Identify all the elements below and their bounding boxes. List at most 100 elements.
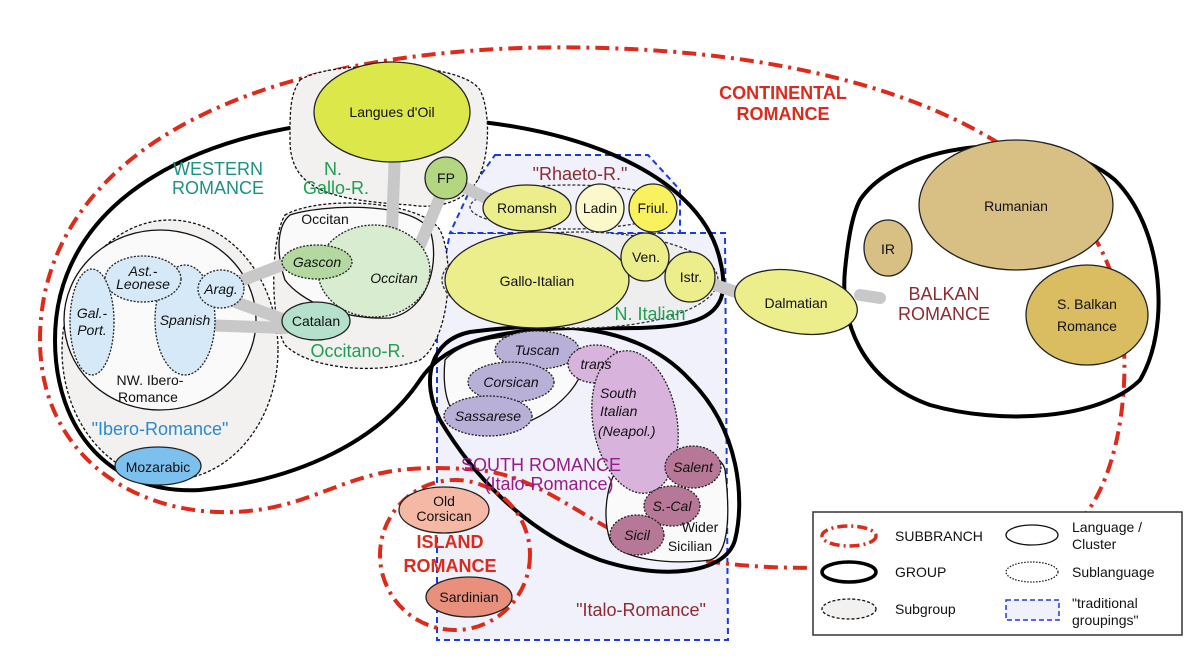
label-south-italian-2: Italian: [600, 403, 638, 419]
wider-sicilian-label: Wider: [682, 519, 719, 535]
label-dalmatian: Dalmatian: [764, 295, 827, 311]
lang-salent: [664, 445, 722, 489]
label-mozarabic: Mozarabic: [126, 459, 191, 475]
label-occitan: Occitan: [370, 270, 418, 286]
balkan-label: BALKAN: [908, 284, 979, 304]
lang-langues-doil: [313, 61, 471, 163]
lang-sassarese: [443, 395, 533, 437]
label-south-italian: South: [600, 385, 637, 401]
label-fp: FP: [437, 170, 455, 186]
label-ven: Ven.: [632, 249, 660, 265]
label-gal-port: Gal.-: [77, 305, 108, 321]
continental-romance-subbranch: [37, 45, 1127, 570]
lang-corsican: [467, 361, 555, 403]
lang-gallo-italian: [444, 231, 630, 329]
label-gascon: Gascon: [293, 254, 341, 270]
italo-traditional-label: "Italo-Romance": [576, 600, 706, 620]
island-romance-label: ISLAND: [417, 532, 484, 552]
n-italian-label: N. Italian: [614, 304, 685, 324]
lang-fp: [424, 156, 468, 200]
label-ir: IR: [881, 241, 895, 257]
lang-istr: [664, 251, 716, 303]
lang-sardinian: [425, 576, 513, 618]
western-label-2: ROMANCE: [172, 178, 264, 198]
lang-romansh: [482, 184, 572, 232]
label-ast-leonese-2: Leonese: [116, 276, 170, 292]
nw-ibero-label-2: Romance: [118, 389, 178, 405]
label-spanish: Spanish: [160, 312, 211, 328]
lang-arag: [197, 269, 245, 309]
label-romansh: Romansh: [497, 200, 557, 216]
lang-gal-port: [69, 268, 115, 376]
label-friul: Friul.: [637, 200, 668, 216]
legend-subbranch-swatch: [820, 524, 878, 548]
label-gal-port-2: Port.: [77, 322, 107, 338]
lang-mozarabic: [114, 446, 202, 486]
lang-gascon: [281, 244, 353, 280]
label-south-italian-3: (Neapol.): [598, 423, 656, 439]
legend-group: GROUP: [895, 564, 946, 580]
label-arag: Arag.: [203, 281, 237, 297]
legend-subbranch: SUBBRANCH: [895, 528, 983, 544]
label-old-corsican-2: Corsican: [416, 508, 471, 524]
lang-s-cal: [643, 485, 701, 527]
lang-catalan: [281, 301, 351, 341]
label-istr: Istr.: [680, 269, 703, 285]
label-catalan: Catalan: [292, 313, 340, 329]
label-sicil: Sicil: [624, 527, 651, 543]
island-romance-subbranch: [378, 478, 532, 632]
legend-group-swatch: [820, 560, 878, 584]
rhaeto-label: "Rhaeto-R.": [533, 164, 628, 184]
south-romance-group: [428, 324, 742, 574]
island-romance-label-2: ROMANCE: [404, 556, 497, 576]
label-trans: trans: [580, 356, 611, 372]
label-s-cal: S.-Cal: [653, 498, 693, 514]
label-sardinian: Sardinian: [439, 589, 498, 605]
lang-sicil: [609, 514, 665, 556]
western-label: WESTERN: [173, 159, 263, 179]
label-sassarese: Sassarese: [455, 408, 521, 424]
legend: SUBBRANCH GROUP Subgroup Language / Clus…: [812, 511, 1183, 636]
label-ast-leonese: Ast.-: [128, 263, 158, 279]
south-romance-label-2: (Italo-Romance): [484, 474, 613, 494]
lang-ven: [620, 232, 670, 282]
lang-old-corsican: [398, 486, 490, 534]
occitan-cluster-label: Occitan: [301, 211, 348, 227]
lang-occitan: [317, 224, 431, 318]
lang-rumanian: [918, 139, 1114, 271]
lang-s-balkan: [1025, 264, 1149, 366]
n-gallo-label: N.: [324, 159, 342, 179]
lang-ir: [863, 219, 913, 277]
lang-dalmatian: [734, 268, 858, 336]
continental-label: CONTINENTAL: [719, 83, 847, 103]
legend-sublanguage: Sublanguage: [1072, 564, 1155, 580]
label-s-balkan-2: Romance: [1057, 318, 1117, 334]
legend-traditional-2: groupings": [1072, 612, 1138, 628]
legend-language-2: Cluster: [1072, 536, 1117, 552]
label-tuscan: Tuscan: [515, 342, 560, 358]
balkan-label-2: ROMANCE: [898, 304, 990, 324]
label-langues-doil: Langues d'Oil: [349, 104, 434, 120]
continental-label-2: ROMANCE: [737, 104, 830, 124]
label-ladin: Ladin: [583, 200, 617, 216]
label-s-balkan: S. Balkan: [1057, 296, 1117, 312]
legend-traditional-swatch: [1005, 599, 1060, 621]
label-gallo-italian: Gallo-Italian: [500, 273, 575, 289]
legend-subgroup: Subgroup: [895, 601, 956, 617]
label-old-corsican: Old: [433, 493, 455, 509]
lang-friul: [628, 183, 678, 233]
label-rumanian: Rumanian: [984, 198, 1048, 214]
n-gallo-label-2: Gallo-R.: [303, 178, 369, 198]
lang-ladin: [575, 183, 625, 233]
label-salent: Salent: [673, 459, 714, 475]
occitano-label: Occitano-R.: [310, 341, 405, 361]
nw-ibero-label: NW. Ibero-: [117, 372, 184, 388]
legend-language-swatch: [1005, 524, 1059, 546]
lang-south-italian: [591, 350, 679, 494]
lang-ast-leonese: [104, 255, 182, 303]
wider-sicilian-label-2: Sicilian: [668, 538, 712, 554]
legend-sublanguage-swatch: [1005, 561, 1059, 583]
legend-language: Language /: [1072, 519, 1142, 535]
ibero-traditional-label: "Ibero-Romance": [92, 419, 229, 439]
